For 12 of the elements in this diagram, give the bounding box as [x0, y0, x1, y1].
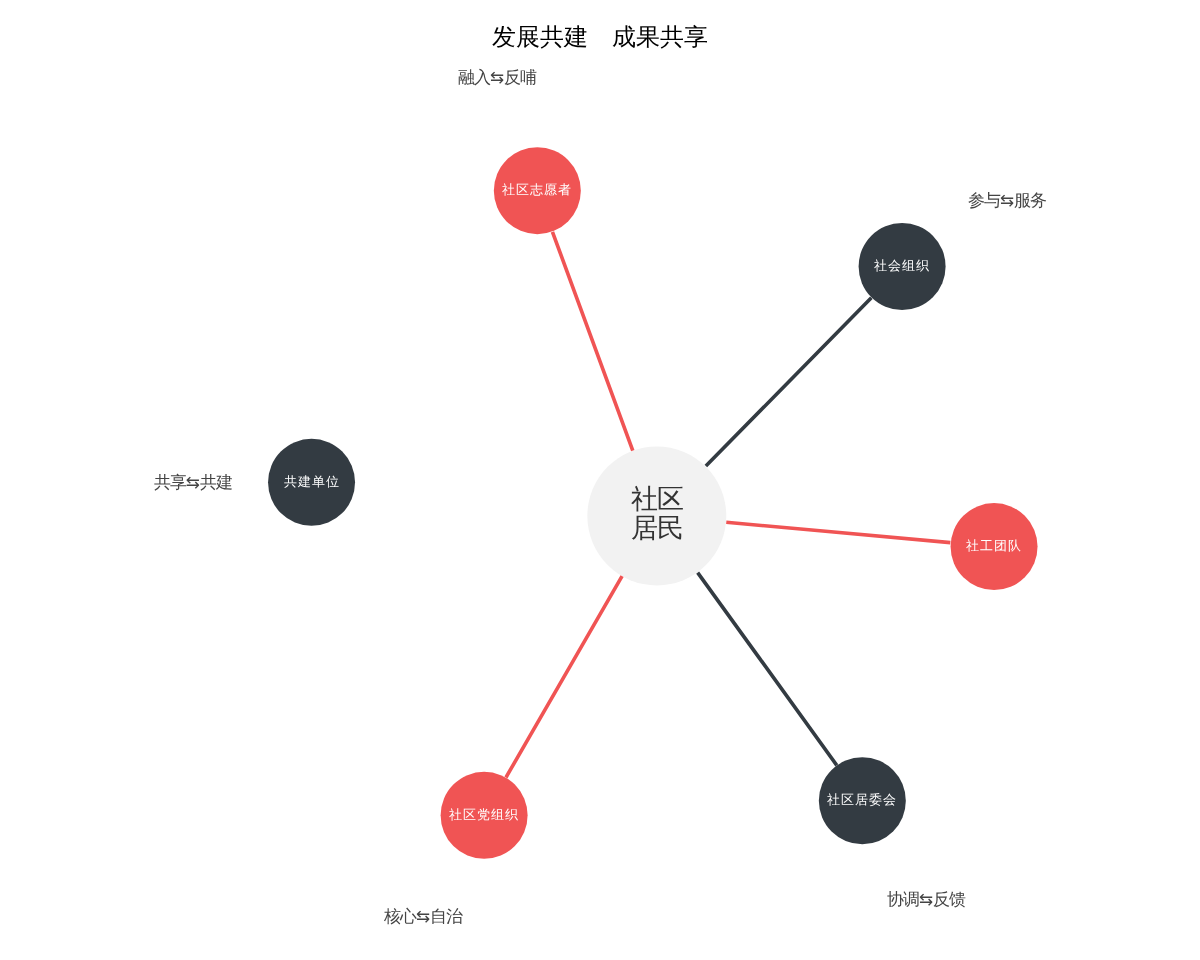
connector	[504, 575, 624, 779]
node-circle: 社区居民	[587, 446, 727, 586]
node-label: 核心⇆自治	[384, 905, 463, 926]
connector	[696, 571, 839, 767]
connector	[550, 231, 635, 452]
node-label: 共享⇆共建	[153, 471, 232, 492]
node-label: 协调⇆反馈	[887, 889, 966, 910]
node-label: 融入⇆反哺	[458, 67, 537, 88]
node-label: 参与⇆服务	[968, 189, 1047, 210]
connector	[704, 296, 873, 468]
connector	[726, 520, 951, 545]
diagram-title: 发展共建 成果共享	[491, 23, 708, 52]
